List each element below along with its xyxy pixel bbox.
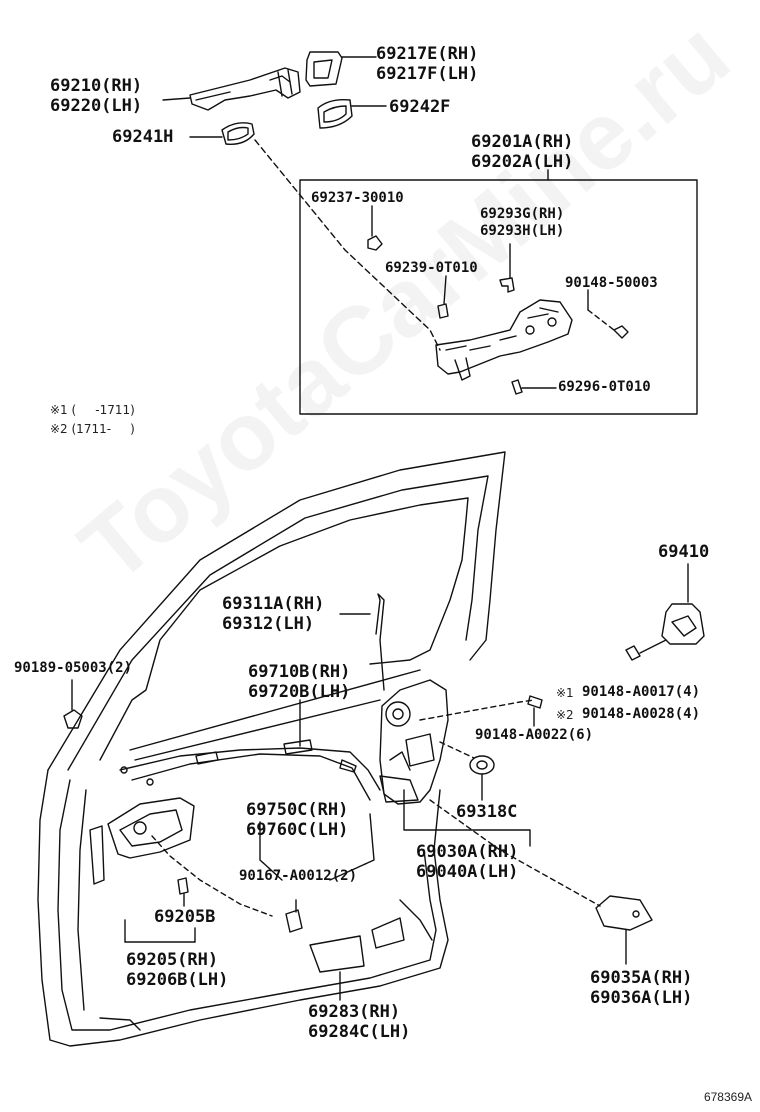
part-label-69318c: 69318C — [456, 802, 518, 822]
part-label-90148-50003: 90148-50003 — [565, 275, 658, 291]
label-line-rh: 69035A(RH) — [590, 968, 693, 988]
label-line-lh: 69217F(LH) — [376, 64, 479, 84]
part-label-69710: 69710B(RH)69720B(LH) — [248, 662, 350, 702]
cables-drawing — [119, 593, 385, 801]
label-line-lh: 69293H(LH) — [480, 223, 565, 239]
handle-gasket-drawing — [221, 122, 255, 145]
label-line-lh: 69312(LH) — [222, 614, 315, 634]
part-label-69311: 69311A(RH)69312(LH) — [222, 594, 324, 634]
label-line-lh: 69284C(LH) — [308, 1022, 411, 1042]
part-label-69205b: 69205B — [154, 907, 216, 927]
part-label-69293: 69293G(RH)69293H(LH) — [480, 206, 564, 240]
note-1: ※1 ( -1711) — [50, 403, 135, 417]
label-line-rh: 69710B(RH) — [248, 662, 351, 682]
striker-drawing — [661, 603, 705, 645]
part-label-69217: 69217E(RH)69217F(LH) — [376, 44, 478, 84]
label-line-rh: 69311A(RH) — [222, 594, 325, 614]
part-label-69205: 69205(RH)69206B(LH) — [126, 950, 228, 990]
label-line-rh: 69210(RH) — [50, 76, 143, 96]
frame-assembly-drawing — [367, 235, 629, 395]
label-line-lh: 69760C(LH) — [246, 820, 349, 840]
part-label-69239: 69239-0T010 — [385, 260, 478, 276]
part-label-69750: 69750C(RH)69760C(LH) — [246, 800, 348, 840]
part-label-90148-a0022: 90148-A0022(6) — [475, 727, 594, 743]
retainer-drawing — [63, 709, 83, 729]
bracket-drawing — [595, 895, 653, 931]
part-label-90167: 90167-A0012(2) — [239, 868, 358, 884]
handle-cap-drawing — [305, 51, 343, 87]
part-label-69237: 69237-30010 — [311, 190, 404, 206]
part-label-69201: 69201A(RH)69202A(LH) — [471, 132, 573, 172]
door-outline-drawing — [37, 451, 506, 1047]
label-line-rh: 69750C(RH) — [246, 800, 349, 820]
door-lock-drawing — [379, 679, 449, 805]
inside-handle-drawing — [107, 797, 195, 859]
label-line-rh: 69217E(RH) — [376, 44, 479, 64]
label-line-rh: 69293G(RH) — [480, 206, 565, 222]
bushing-drawing — [469, 755, 495, 775]
part-label-69242f: 69242F — [389, 97, 451, 117]
label-line-lh: 69206B(LH) — [126, 970, 229, 990]
note-2: ※2 (1711- ) — [50, 422, 135, 436]
part-label-69210: 69210(RH)69220(LH) — [50, 76, 142, 116]
part-label-69030: 69030A(RH)69040A(LH) — [416, 842, 518, 882]
note-marker-2: ※2 — [556, 708, 574, 722]
label-line-lh: 69220(LH) — [50, 96, 143, 116]
part-label-69283: 69283(RH)69284C(LH) — [308, 1002, 410, 1042]
part-label-90189: 90189-05003(2) — [14, 660, 133, 676]
label-line-lh: 69202A(LH) — [471, 152, 574, 172]
part-label-90148-a0028: 90148-A0028(4) — [582, 706, 701, 722]
label-line-lh: 69036A(LH) — [590, 988, 693, 1008]
label-line-lh: 69040A(LH) — [416, 862, 519, 882]
frame-box — [299, 179, 698, 415]
label-line-rh: 69205(RH) — [126, 950, 219, 970]
part-label-69296: 69296-0T010 — [558, 379, 651, 395]
label-line-rh: 69283(RH) — [308, 1002, 401, 1022]
handle-pad-drawing — [317, 98, 353, 129]
part-label-90148-a0017: 90148-A0017(4) — [582, 684, 701, 700]
label-line-lh: 69720B(LH) — [248, 682, 351, 702]
diagram-code: 678369A — [703, 1090, 752, 1104]
part-label-69035: 69035A(RH)69036A(LH) — [590, 968, 692, 1008]
label-line-rh: 69030A(RH) — [416, 842, 519, 862]
part-label-69241h: 69241H — [112, 127, 174, 147]
outside-handle-drawing — [189, 67, 301, 111]
label-line-rh: 69201A(RH) — [471, 132, 574, 152]
note-marker-1: ※1 — [556, 686, 574, 700]
part-label-69410: 69410 — [658, 542, 710, 562]
